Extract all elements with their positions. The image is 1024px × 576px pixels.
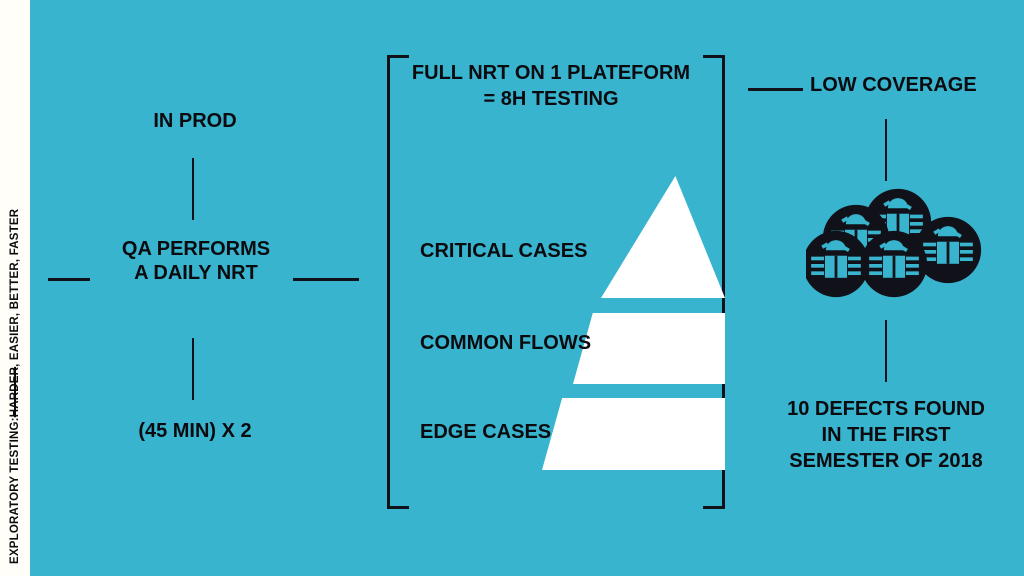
spine-caption: EXPLORATORY TESTING: HARDER, EASIER, BET… — [0, 0, 30, 576]
label-duration: (45 MIN) X 2 — [138, 420, 252, 442]
connector-qa-to-bracket — [293, 278, 359, 281]
connector-inprod-to-qa — [192, 158, 194, 220]
connector-left-stub — [48, 278, 90, 281]
connector-coverage-to-bugs — [885, 119, 887, 181]
center-panel-header: FULL NRT ON 1 PLATEFORM = 8H TESTING — [411, 62, 691, 110]
pyramid-label-edge-cases: EDGE CASES — [420, 421, 552, 443]
pyramid-tier-common — [573, 313, 725, 384]
spine-caption-suffix: , EASIER, BETTER, FASTER — [9, 208, 21, 367]
bug-cluster-icon — [806, 186, 986, 304]
pyramid-label-common-flows: COMMON FLOWS — [420, 332, 592, 354]
label-in-prod: IN PROD — [153, 110, 237, 132]
pyramid-tier-edge — [542, 398, 725, 470]
left-spine: EXPLORATORY TESTING: HARDER, EASIER, BET… — [0, 0, 30, 576]
spine-caption-prefix: EXPLORATORY TESTING: — [9, 417, 21, 564]
center-bracket-right — [703, 55, 725, 509]
connector-bracket-to-coverage — [748, 88, 803, 91]
label-low-coverage: LOW COVERAGE — [810, 74, 977, 96]
connector-qa-to-duration — [192, 338, 194, 400]
test-pyramid — [525, 176, 725, 472]
pyramid-tier-critical — [601, 176, 725, 298]
pyramid-label-critical-cases: CRITICAL CASES — [420, 240, 588, 262]
spine-caption-struck-word: HARDER — [9, 366, 21, 418]
label-defects-found: 10 DEFECTS FOUND IN THE FIRST SEMESTER O… — [787, 398, 985, 472]
label-qa-performs-daily-nrt: QA PERFORMS A DAILY NRT — [121, 238, 271, 284]
center-bracket-left — [387, 55, 409, 509]
connector-bugs-to-defects — [885, 320, 887, 382]
